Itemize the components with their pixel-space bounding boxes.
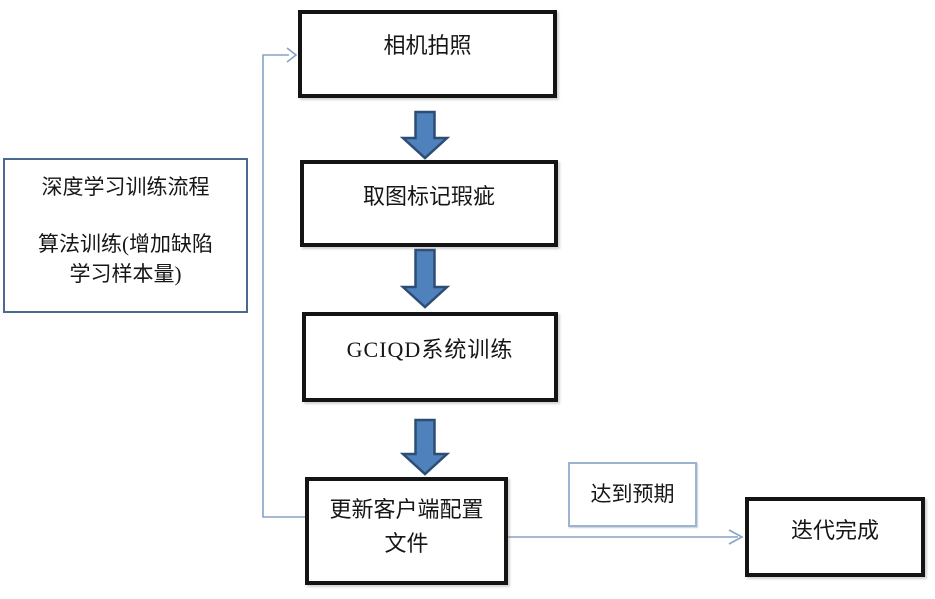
down-block-arrow-2-icon: [399, 248, 451, 309]
flow-node-iteration-done: 迭代完成: [745, 497, 925, 577]
note-box: 深度学习训练流程 算法训练(增加缺陷 学习样本量): [3, 158, 248, 313]
down-block-arrow-3-icon: [399, 418, 451, 476]
flow-node-gciqd-training: GCIQD系统训练: [302, 312, 558, 402]
flow-node-mark-defects-label: 取图标记瑕疵: [362, 184, 495, 209]
flow-node-update-config-label-line1: 更新客户端配置: [329, 497, 484, 522]
flow-node-iteration-done-label: 迭代完成: [790, 518, 879, 543]
condition-box-expectation: 达到预期: [568, 462, 697, 527]
flow-node-camera: 相机拍照: [298, 10, 557, 98]
loop-arrowhead-icon: [286, 47, 298, 63]
note-line2: 算法训练(增加缺陷: [38, 232, 213, 256]
down-block-arrow-1-icon: [399, 110, 451, 160]
condition-box-expectation-label: 达到预期: [590, 482, 675, 506]
note-line3: 学习样本量): [69, 262, 182, 286]
flow-node-mark-defects: 取图标记瑕疵: [300, 160, 558, 247]
flow-node-gciqd-training-label: GCIQD系统训练: [346, 337, 514, 362]
done-arrowhead-icon: [728, 529, 744, 545]
note-spacer: [5, 202, 246, 229]
loop-connector-line: [262, 54, 305, 518]
note-line1: 深度学习训练流程: [41, 175, 210, 199]
flow-node-update-config: 更新客户端配置 文件: [305, 477, 508, 585]
flow-node-camera-label: 相机拍照: [383, 33, 472, 58]
flow-node-update-config-label-line2: 文件: [384, 531, 429, 556]
